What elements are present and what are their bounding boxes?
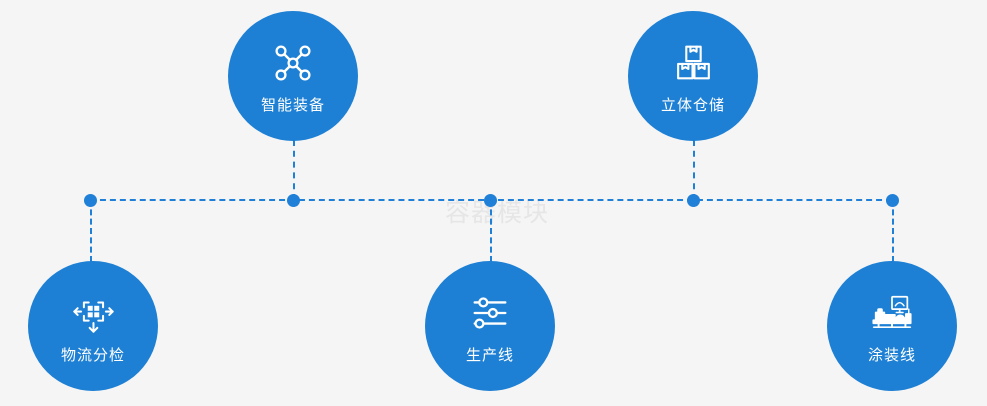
junction-dot-production-line[interactable] [483,193,497,207]
sorting-arrows-icon [70,290,116,336]
connector-line-intelligent-equipment [293,140,295,200]
junction-dot-stereoscopic-warehouse[interactable] [686,193,700,207]
watermark-text: 容器模块 [444,198,549,227]
junction-dot-painting-line[interactable] [885,193,899,207]
node-circle-intelligent-equipment[interactable]: 智能装备 [228,11,358,141]
network-nodes-icon [270,40,316,86]
node-label-stereoscopic-warehouse: 立体仓储 [660,95,725,114]
node-label-painting-line: 涂装线 [867,345,916,364]
paint-workstation-icon [869,290,915,336]
node-circle-logistics-sorting[interactable]: 物流分检 [28,261,158,391]
connector-line-painting-line [892,200,894,262]
node-circle-painting-line[interactable]: 涂装线 [827,261,957,391]
junction-dot-logistics-sorting[interactable] [83,193,97,207]
connector-line-logistics-sorting [90,200,92,262]
node-label-production-line: 生产线 [465,345,514,364]
sliders-icon [467,290,513,336]
stacked-boxes-icon [670,40,716,86]
node-circle-stereoscopic-warehouse[interactable]: 立体仓储 [628,11,758,141]
node-circle-production-line[interactable]: 生产线 [425,261,555,391]
node-label-intelligent-equipment: 智能装备 [260,95,325,114]
connector-line-stereoscopic-warehouse [693,140,695,200]
connector-line-production-line [490,200,492,262]
junction-dot-intelligent-equipment[interactable] [286,193,300,207]
node-label-logistics-sorting: 物流分检 [60,345,125,364]
